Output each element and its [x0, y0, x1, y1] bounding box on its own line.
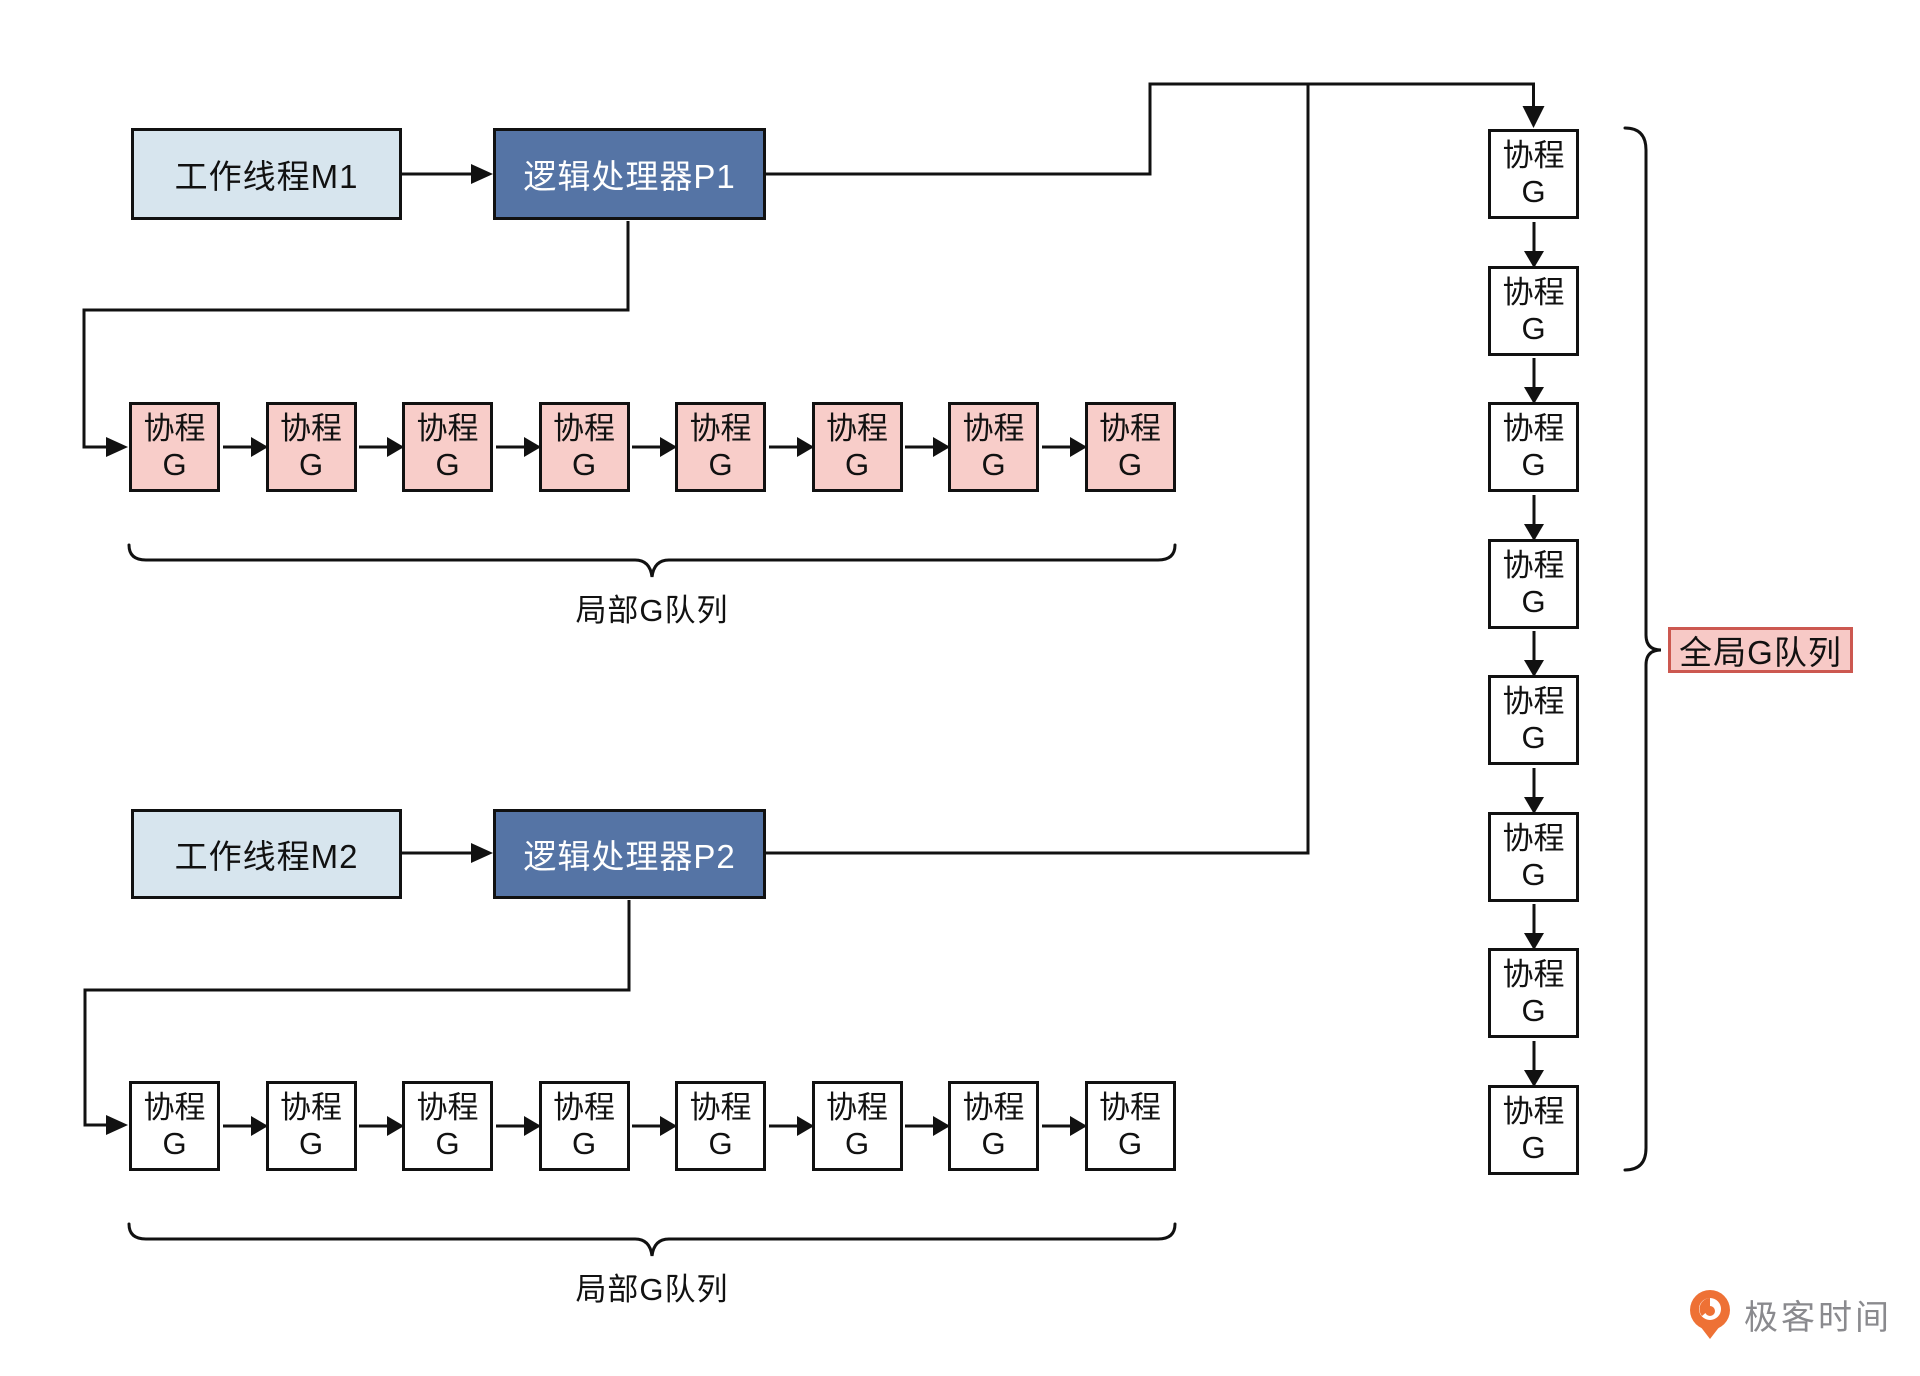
- goroutine-label-line2: G: [981, 447, 1006, 482]
- processor-p1-box: 逻辑处理器P1: [493, 128, 766, 220]
- goroutine-box: 协程 G: [1488, 538, 1579, 629]
- goroutine-label-line1: 协程: [689, 1090, 752, 1126]
- arrowhead-global-queue: [1522, 106, 1545, 128]
- goroutine-label-line2: G: [162, 1126, 187, 1161]
- local-queue-1-row: 协程 G 协程 G 协程 G 协程 G 协程 G 协程 G 协程 G 协程 G: [129, 402, 1176, 492]
- goroutine-label-line2: G: [162, 447, 187, 482]
- goroutine-label-line1: 协程: [1099, 411, 1161, 447]
- arrowhead-m1-to-p1: [471, 164, 493, 184]
- goroutine-box: 协程 G: [1084, 1081, 1176, 1171]
- goroutine-label-line1: 协程: [553, 411, 615, 447]
- worker-thread-m2-label: 工作线程M2: [174, 838, 359, 875]
- goroutine-label-line1: 协程: [416, 1090, 479, 1126]
- goroutine-label-line2: G: [1521, 174, 1546, 209]
- goroutine-label-line2: G: [571, 1126, 597, 1161]
- wire-p1-to-global-queue: [766, 82, 1535, 176]
- global-queue-brace: [1623, 126, 1662, 1172]
- goroutine-box: 协程 G: [129, 402, 220, 492]
- goroutine-box: 协程 G: [675, 402, 766, 492]
- worker-thread-m2-box: 工作线程M2: [131, 809, 402, 899]
- goroutine-label-line1: 协程: [1502, 957, 1565, 993]
- goroutine-label-line1: 协程: [1502, 684, 1565, 720]
- goroutine-label-line1: 协程: [1099, 1090, 1161, 1126]
- goroutine-label-line1: 协程: [826, 411, 888, 447]
- goroutine-box: 协程 G: [1488, 402, 1579, 492]
- goroutine-label-line1: 协程: [826, 1090, 888, 1126]
- goroutine-label-line2: G: [1521, 993, 1546, 1028]
- geektime-logo: 极客时间: [1686, 1288, 1892, 1340]
- goroutine-label-line2: G: [981, 1126, 1006, 1161]
- goroutine-label-line1: 协程: [280, 411, 342, 447]
- goroutine-label-line1: 协程: [143, 411, 206, 447]
- processor-p2-label: 逻辑处理器P2: [523, 838, 736, 875]
- goroutine-label-line2: G: [1521, 447, 1546, 482]
- goroutine-box: 协程 G: [265, 1081, 357, 1171]
- goroutine-box: 协程 G: [948, 402, 1039, 492]
- goroutine-label-line1: 协程: [689, 411, 752, 447]
- goroutine-box: 协程 G: [811, 402, 903, 492]
- goroutine-label-line1: 协程: [280, 1090, 342, 1126]
- arrowhead-m2-to-p2: [471, 843, 493, 863]
- goroutine-label-line1: 协程: [416, 411, 479, 447]
- geektime-logo-text: 极客时间: [1744, 1298, 1892, 1337]
- goroutine-label-line2: G: [1521, 1129, 1546, 1165]
- processor-p1-label: 逻辑处理器P1: [523, 158, 736, 195]
- goroutine-box: 协程 G: [1488, 675, 1579, 765]
- goroutine-label-line2: G: [571, 447, 597, 482]
- goroutine-label-line2: G: [844, 1126, 870, 1161]
- worker-thread-m1-box: 工作线程M1: [131, 128, 402, 220]
- goroutine-label-line2: G: [708, 1126, 733, 1161]
- goroutine-box: 协程 G: [1488, 948, 1579, 1038]
- local-queue-2-brace: [127, 1222, 1177, 1257]
- goroutine-label-line1: 协程: [1502, 820, 1565, 856]
- goroutine-label-line2: G: [1117, 447, 1143, 482]
- geektime-logo-icon: [1690, 1290, 1730, 1339]
- goroutine-label-line1: 协程: [1502, 138, 1565, 174]
- goroutine-label-line2: G: [708, 447, 733, 482]
- goroutine-box: 协程 G: [129, 1081, 220, 1171]
- goroutine-label-line2: G: [435, 447, 460, 482]
- local-queue-1-label: 局部G队列: [575, 593, 729, 628]
- goroutine-label-line1: 协程: [1502, 1093, 1565, 1129]
- goroutine-label-line2: G: [1521, 583, 1546, 619]
- goroutine-label-line2: G: [1117, 1126, 1143, 1161]
- local-queue-2-row: 协程 G 协程 G 协程 G 协程 G 协程 G 协程 G 协程 G 协程 G: [129, 1081, 1176, 1171]
- goroutine-label-line2: G: [298, 1126, 324, 1161]
- goroutine-label-line2: G: [1521, 720, 1546, 755]
- goroutine-label-line2: G: [1521, 310, 1546, 346]
- goroutine-label-line1: 协程: [1502, 411, 1565, 447]
- goroutine-box: 协程 G: [1488, 1084, 1579, 1175]
- goroutine-label-line1: 协程: [962, 411, 1025, 447]
- goroutine-label-line1: 协程: [143, 1090, 206, 1126]
- goroutine-label-line1: 协程: [1502, 274, 1565, 310]
- goroutine-box: 协程 G: [1488, 129, 1579, 219]
- goroutine-label-line2: G: [298, 447, 324, 482]
- goroutine-label-line1: 协程: [553, 1090, 615, 1126]
- goroutine-box: 协程 G: [1084, 402, 1176, 492]
- global-queue-label: 全局G队列: [1668, 627, 1853, 673]
- local-queue-2-label: 局部G队列: [575, 1272, 729, 1307]
- goroutine-box: 协程 G: [402, 1081, 493, 1171]
- goroutine-box: 协程 G: [811, 1081, 903, 1171]
- arrowhead-local-queue-1: [106, 437, 128, 457]
- goroutine-label-line2: G: [844, 447, 870, 482]
- goroutine-box: 协程 G: [1488, 265, 1579, 356]
- goroutine-box: 协程 G: [948, 1081, 1039, 1171]
- goroutine-box: 协程 G: [538, 1081, 630, 1171]
- global-queue-column: 协程 G 协程 G 协程 G 协程 G 协程 G 协程 G 协程 G 协程 G: [1488, 129, 1579, 1175]
- goroutine-label-line2: G: [1521, 856, 1546, 892]
- goroutine-box: 协程 G: [538, 402, 630, 492]
- processor-p2-box: 逻辑处理器P2: [493, 809, 766, 899]
- goroutine-box: 协程 G: [675, 1081, 766, 1171]
- goroutine-box: 协程 G: [402, 402, 493, 492]
- arrowhead-local-queue-2: [106, 1115, 128, 1135]
- goroutine-label-line2: G: [435, 1126, 460, 1161]
- goroutine-box: 协程 G: [1488, 811, 1579, 902]
- goroutine-box: 协程 G: [265, 402, 357, 492]
- goroutine-label-line1: 协程: [962, 1090, 1025, 1126]
- goroutine-label-line1: 协程: [1502, 547, 1565, 583]
- local-queue-1-brace: [127, 543, 1177, 578]
- worker-thread-m1-label: 工作线程M1: [174, 158, 359, 195]
